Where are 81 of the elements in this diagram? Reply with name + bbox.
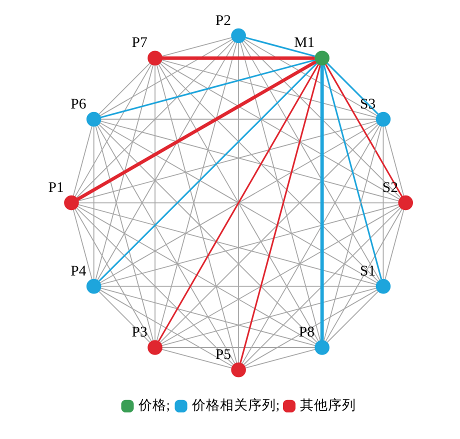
connector xyxy=(100,288,316,346)
connector xyxy=(323,64,382,280)
connector xyxy=(100,286,377,287)
connector xyxy=(95,126,154,341)
connector xyxy=(76,40,234,198)
connector xyxy=(320,65,324,341)
connector xyxy=(100,38,233,116)
connector xyxy=(160,206,400,344)
connector xyxy=(96,41,236,281)
connector xyxy=(162,60,377,118)
connector xyxy=(242,41,380,281)
legend-label: 其他序列 xyxy=(300,398,356,413)
connector xyxy=(160,61,400,200)
connector xyxy=(72,125,93,196)
connector xyxy=(161,348,232,368)
node-label: P7 xyxy=(132,35,148,52)
node-label: P4 xyxy=(70,263,86,280)
node-label: P8 xyxy=(298,324,315,341)
node-label: P5 xyxy=(215,346,231,363)
connector xyxy=(325,208,402,342)
connector xyxy=(162,37,232,57)
connector xyxy=(242,124,380,364)
connector xyxy=(243,40,401,198)
connector xyxy=(160,62,378,282)
connector xyxy=(384,208,404,280)
node-circle xyxy=(64,195,79,210)
node-circle xyxy=(376,278,391,294)
connector xyxy=(98,62,151,114)
connector xyxy=(95,64,154,280)
node-circle xyxy=(148,340,162,355)
connector xyxy=(245,348,316,368)
legend-label: 价格; xyxy=(138,398,170,413)
node-circle xyxy=(148,50,162,66)
connector xyxy=(74,208,152,342)
node-label: M1 xyxy=(294,35,315,52)
connector xyxy=(162,347,316,348)
connector xyxy=(99,122,378,284)
connector xyxy=(100,118,377,120)
connector xyxy=(76,60,317,201)
node-label: P6 xyxy=(70,96,86,112)
connector xyxy=(98,62,318,282)
connector xyxy=(244,38,378,116)
legend-label: 价格相关序列; xyxy=(192,398,280,413)
connector xyxy=(96,124,236,364)
connector xyxy=(160,124,379,343)
connector xyxy=(98,290,150,343)
connector xyxy=(382,126,384,280)
connector xyxy=(78,202,400,204)
connector xyxy=(162,288,377,346)
connector xyxy=(326,62,379,115)
node-circle xyxy=(314,340,330,355)
node-label: P3 xyxy=(132,324,148,341)
node-circle xyxy=(231,28,246,44)
connector xyxy=(99,289,233,367)
connector xyxy=(77,206,317,344)
node-label: P1 xyxy=(48,180,64,196)
node-circle xyxy=(398,195,414,210)
connector xyxy=(324,126,382,341)
node-circle xyxy=(314,50,330,66)
connector xyxy=(324,64,403,198)
connector xyxy=(76,207,234,366)
connector xyxy=(238,42,239,364)
connector xyxy=(154,64,156,341)
connector xyxy=(93,126,94,280)
node-circle xyxy=(376,112,391,127)
connector xyxy=(72,208,92,280)
node-label: P2 xyxy=(215,12,231,29)
node-circle xyxy=(86,112,102,127)
connector xyxy=(100,59,316,118)
node-circle xyxy=(86,278,102,294)
connector xyxy=(326,291,378,344)
connector xyxy=(244,36,316,57)
connector xyxy=(244,289,378,367)
node-circle xyxy=(231,362,246,378)
node-label: S1 xyxy=(360,263,376,280)
node-label: S2 xyxy=(382,180,398,196)
connector xyxy=(243,208,401,366)
connector xyxy=(98,124,318,343)
connector xyxy=(74,64,152,198)
connector xyxy=(384,125,404,196)
connector xyxy=(162,56,315,60)
